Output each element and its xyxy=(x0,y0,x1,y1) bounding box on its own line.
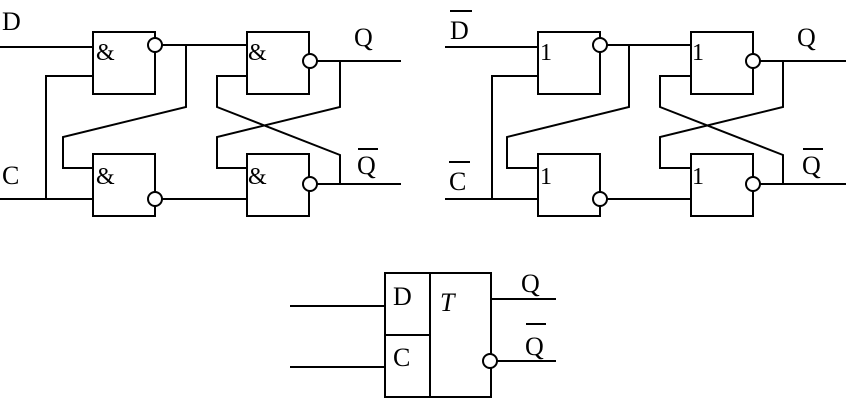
or-gate-3-label: 1 xyxy=(692,40,704,66)
and-latch-output-q-bar-label: Q xyxy=(357,151,376,180)
or-gate-1-inverter-bubble xyxy=(592,37,608,53)
and-gate-4-inverter-bubble xyxy=(302,176,318,192)
and-gate-1-inverter-bubble xyxy=(147,37,163,53)
and-latch-input-c-label: C xyxy=(2,161,19,190)
or-latch-input-c-bar-label: C xyxy=(449,167,466,196)
and-d-latch-diagram: & & & & D C Q Q xyxy=(0,7,401,217)
or-gate-2-label: 1 xyxy=(540,164,552,190)
and-latch-input-d-label: D xyxy=(2,7,21,36)
or-d-latch-diagram: 1 1 1 1 D C Q Q xyxy=(445,10,846,217)
or-gate-2 xyxy=(537,153,601,217)
d-latch-symbol-d-label: D xyxy=(393,282,412,311)
or-latch-input-d-bar-label: D xyxy=(450,16,469,45)
and-gate-2 xyxy=(92,153,156,217)
or-latch-output-q-label: Q xyxy=(797,23,816,52)
or-gate-4-inverter-bubble xyxy=(745,176,761,192)
or-gate-1-label: 1 xyxy=(540,40,552,66)
d-latch-symbol-c-label: C xyxy=(393,343,410,372)
or-gate-3-inverter-bubble xyxy=(745,53,761,69)
or-latch-output-q-bar-label: Q xyxy=(802,151,821,180)
and-gate-1-label: & xyxy=(96,40,115,66)
d-latch-symbol-q-label: Q xyxy=(521,269,540,298)
and-gate-3 xyxy=(246,31,310,95)
or-gate-4-label: 1 xyxy=(692,164,704,190)
and-gate-3-inverter-bubble xyxy=(302,53,318,69)
or-gate-1 xyxy=(537,31,601,95)
d-latch-symbol-q-bar-label: Q xyxy=(525,332,544,361)
and-gate-4-label: & xyxy=(248,164,267,190)
and-latch-output-q-label: Q xyxy=(354,23,373,52)
d-latch-symbol-diagram: D C T Q Q xyxy=(290,269,556,398)
d-latch-symbol-inverter-bubble xyxy=(482,353,498,369)
d-latch-symbol-type-label: T xyxy=(440,288,456,317)
and-latch-wires xyxy=(0,44,401,200)
or-latch-wires xyxy=(445,44,846,200)
and-gate-3-label: & xyxy=(248,40,267,66)
and-gate-1 xyxy=(92,31,156,95)
and-gate-2-inverter-bubble xyxy=(147,191,163,207)
or-gate-2-inverter-bubble xyxy=(592,191,608,207)
and-gate-2-label: & xyxy=(96,164,115,190)
